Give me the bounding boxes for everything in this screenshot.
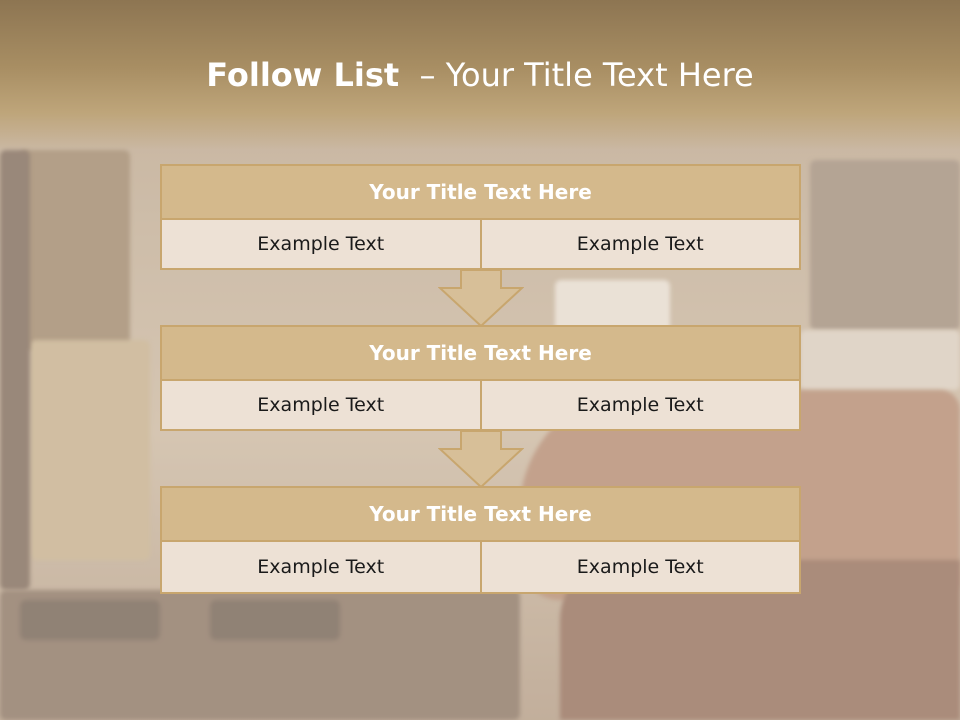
block-cell-left: Example Text	[160, 220, 482, 270]
block-row: Example Text Example Text	[160, 381, 801, 431]
down-arrow-icon	[438, 430, 524, 489]
block-cell-right: Example Text	[481, 220, 801, 270]
block-row: Example Text Example Text	[160, 542, 801, 594]
block-heading: Your Title Text Here	[160, 486, 801, 542]
down-arrow-icon	[438, 269, 524, 328]
block-cell-left: Example Text	[160, 542, 482, 594]
page-title: Follow List – Your Title Text Here	[0, 56, 960, 94]
title-band	[0, 0, 960, 150]
follow-block-3: Your Title Text Here Example Text Exampl…	[160, 486, 801, 594]
follow-block-2: Your Title Text Here Example Text Exampl…	[160, 325, 801, 431]
block-row: Example Text Example Text	[160, 220, 801, 270]
page-title-bold: Follow List	[206, 56, 400, 94]
block-cell-right: Example Text	[481, 381, 801, 431]
block-heading: Your Title Text Here	[160, 164, 801, 220]
block-heading: Your Title Text Here	[160, 325, 801, 381]
block-cell-right: Example Text	[481, 542, 801, 594]
page-title-rest: – Your Title Text Here	[419, 56, 754, 94]
follow-block-1: Your Title Text Here Example Text Exampl…	[160, 164, 801, 270]
block-cell-left: Example Text	[160, 381, 482, 431]
